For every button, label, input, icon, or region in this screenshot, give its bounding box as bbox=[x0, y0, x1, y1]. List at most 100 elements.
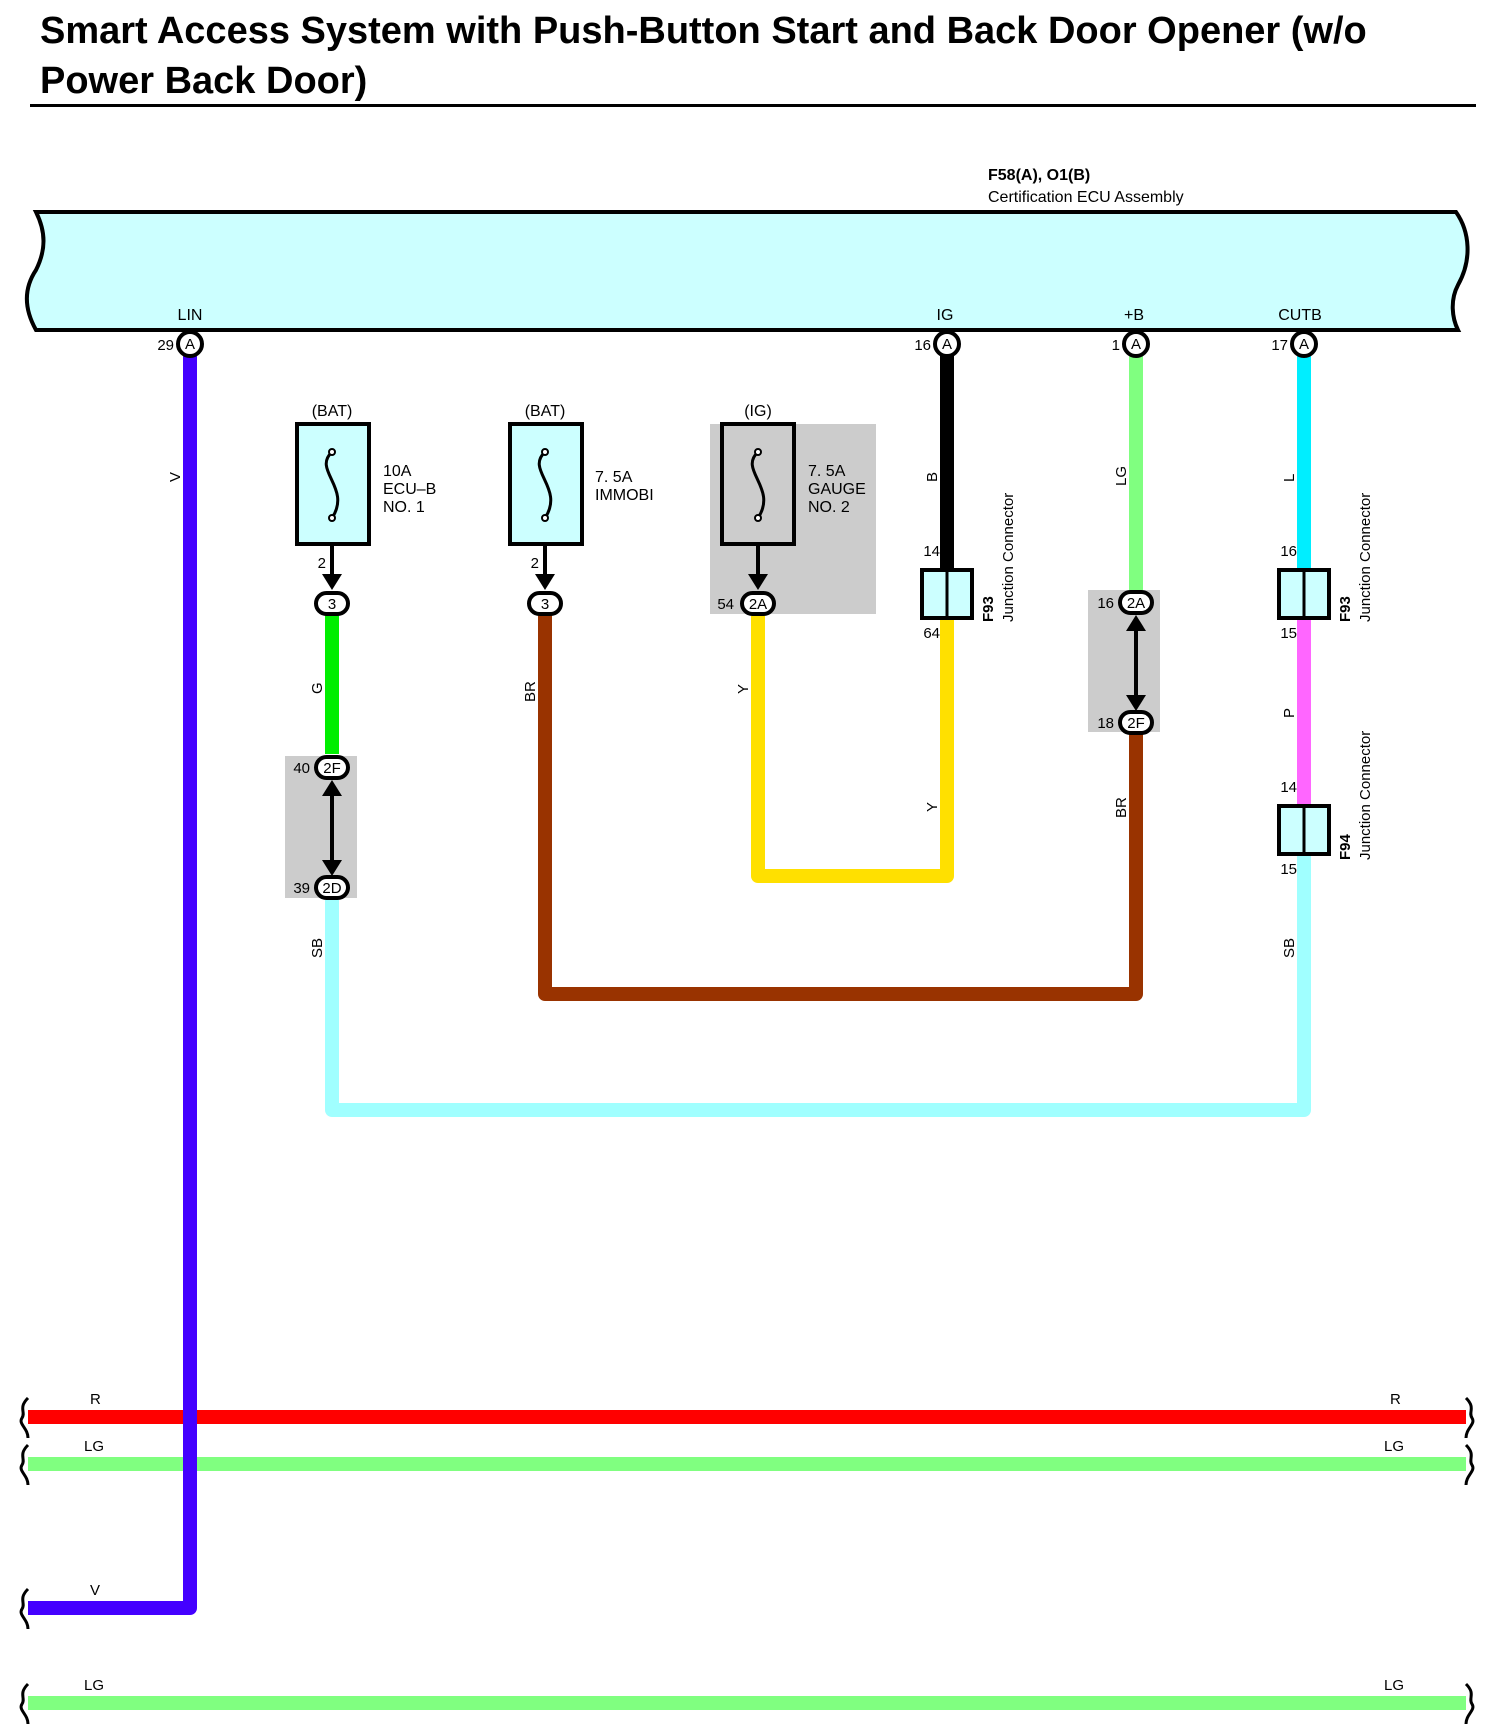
jc2-code: F93 bbox=[1337, 596, 1354, 622]
fuse-gauge-conn: 2A bbox=[749, 596, 767, 613]
pin-plusb-conn: A bbox=[1131, 336, 1141, 353]
wire-label-br-right: BR bbox=[1113, 797, 1130, 818]
bus-lg1-label-right: LG bbox=[1384, 1438, 1404, 1455]
fuse-immobi-rating: 7. 5A bbox=[595, 469, 633, 486]
fuse-gauge-source: (IG) bbox=[744, 403, 772, 420]
jc2-in-pin: 16 bbox=[1280, 543, 1297, 560]
fuse-immobi-element bbox=[537, 450, 553, 519]
wire-label-g: G bbox=[309, 682, 326, 694]
fuse-gauge-element bbox=[750, 450, 766, 519]
jb1-bottom-connector bbox=[314, 875, 350, 900]
wire-label-b: B bbox=[924, 472, 941, 482]
bus-v-label-left: V bbox=[90, 1582, 100, 1599]
fuse-gauge-name: GAUGE bbox=[808, 481, 866, 498]
jb2-top-connector bbox=[1118, 590, 1154, 615]
terminal-plusb-label: +B bbox=[1124, 307, 1144, 324]
wire-labels: V G SB BR Y Y B LG BR L P SB bbox=[167, 466, 1298, 958]
pin-ig-conn: A bbox=[942, 336, 952, 353]
wire-label-br-left: BR bbox=[522, 681, 539, 702]
fuse-gauge-connector bbox=[740, 591, 776, 616]
junction-connector-f93-cutb: 16 15 F93 Junction Connector bbox=[1277, 493, 1374, 642]
bus-lg1-label-left: LG bbox=[84, 1438, 104, 1455]
ecu-pins: A 29 A 16 A 1 A 17 bbox=[157, 330, 1318, 358]
fuse-ecu-b: (BAT) 10A ECU–B NO. 1 2 3 bbox=[295, 403, 436, 616]
jc3-in-pin: 14 bbox=[1280, 779, 1297, 796]
pin-lin bbox=[176, 330, 204, 358]
wire-label-p: P bbox=[1281, 708, 1298, 718]
pin-cutb-conn: A bbox=[1299, 336, 1309, 353]
fuse-ecu-b-arrow-icon bbox=[322, 574, 342, 590]
pin-cutb-number: 17 bbox=[1271, 337, 1288, 354]
terminal-ig-label: IG bbox=[937, 307, 954, 324]
ecu-code: F58(A), O1(B) bbox=[988, 167, 1090, 184]
fuse-immobi-conn: 3 bbox=[541, 596, 549, 613]
junction-block-1 bbox=[285, 756, 357, 898]
fuse-immobi-pin: 2 bbox=[531, 555, 539, 572]
jb2-arrow-up-icon bbox=[1126, 615, 1146, 631]
wire-label-lin: V bbox=[167, 472, 184, 482]
wire-label-l: L bbox=[1281, 474, 1298, 482]
junction-block-2a-2f: 2A 16 2F 18 bbox=[1097, 590, 1154, 735]
fuse-immobi-contact-bottom bbox=[541, 514, 549, 522]
wire-label-y-right: Y bbox=[924, 802, 941, 812]
fuse-ecu-b-connector bbox=[314, 591, 350, 616]
jc3-name: Junction Connector bbox=[1357, 731, 1374, 860]
bus-end-caps bbox=[19, 1396, 1475, 1725]
wire-label-y-left: Y bbox=[735, 684, 752, 694]
fuse-immobi-connector bbox=[527, 591, 563, 616]
junction-blocks: 2F 40 2D 39 2A 16 2F 18 bbox=[293, 590, 1154, 900]
wire-y bbox=[751, 614, 954, 883]
fuse-immobi-arrow-icon bbox=[535, 574, 555, 590]
wire-sb-left bbox=[325, 866, 1311, 1117]
junction-connector-f93-ig: 14 64 F93 Junction Connector bbox=[920, 493, 1017, 642]
fuse-immobi: (BAT) 7. 5A IMMOBI 2 3 bbox=[508, 403, 654, 616]
jc2-out-pin: 15 bbox=[1280, 625, 1297, 642]
fuse-ecu-b-pin: 2 bbox=[318, 555, 326, 572]
fuse-gauge-arrow-icon bbox=[748, 574, 768, 590]
fuse-gauge: (IG) 7. 5A GAUGE NO. 2 2A 54 bbox=[717, 403, 866, 616]
jc3-code: F94 bbox=[1337, 833, 1354, 860]
bus-cap-r-right bbox=[1464, 1396, 1475, 1439]
title-block: Smart Access System with Push-Button Sta… bbox=[40, 6, 1480, 106]
bus-cap-r-left bbox=[19, 1396, 30, 1439]
bus-cap-lg2-right bbox=[1464, 1682, 1475, 1725]
ecu-body bbox=[24, 210, 1470, 332]
bus-r-label-right: R bbox=[1390, 1391, 1401, 1408]
jb2-top-conn: 2A bbox=[1127, 595, 1145, 612]
fuse-ecu-b-name: ECU–B bbox=[383, 481, 436, 498]
jb2-bottom-conn: 2F bbox=[1127, 715, 1145, 732]
fuse-gauge-contact-top bbox=[754, 448, 762, 456]
fuses: (BAT) 10A ECU–B NO. 1 2 3 (BAT) 7. 5A IM… bbox=[295, 403, 866, 616]
jb1-bottom-pin: 39 bbox=[293, 880, 310, 897]
fuse-gauge-pin: 54 bbox=[717, 596, 734, 613]
jc1-out-pin: 64 bbox=[923, 625, 940, 642]
jb2-bottom-pin: 18 bbox=[1097, 715, 1114, 732]
junction-connectors: 14 64 F93 Junction Connector 16 15 F93 J… bbox=[920, 493, 1374, 878]
pin-plusb-number: 1 bbox=[1112, 337, 1120, 354]
bus-cap-lg1-left bbox=[19, 1443, 30, 1486]
fuse-ecu-b-name2: NO. 1 bbox=[383, 499, 425, 516]
ecu-assembly: F58(A), O1(B) Certification ECU Assembly… bbox=[24, 167, 1470, 332]
junction-block-2f-2d: 2F 40 2D 39 bbox=[293, 755, 350, 900]
ecu-name: Certification ECU Assembly bbox=[988, 189, 1184, 206]
jc1-code: F93 bbox=[980, 596, 997, 622]
bus-lg2-label-left: LG bbox=[84, 1677, 104, 1694]
jb1-bottom-conn: 2D bbox=[322, 880, 341, 897]
wire-label-lg: LG bbox=[1113, 466, 1130, 486]
junction-block-2 bbox=[1088, 590, 1160, 732]
title-rule bbox=[30, 104, 1476, 107]
bus-labels: R R LG LG V LG LG bbox=[84, 1391, 1404, 1694]
fuse-ecu-b-element bbox=[324, 450, 340, 519]
fuse-gauge-rating: 7. 5A bbox=[808, 463, 846, 480]
terminal-lin-label: LIN bbox=[178, 307, 203, 324]
wire-br bbox=[538, 614, 1143, 1001]
fuse-gauge-contact-bottom bbox=[754, 514, 762, 522]
pin-lin-conn: A bbox=[185, 336, 195, 353]
bus-lg2-label-right: LG bbox=[1384, 1677, 1404, 1694]
page-title: Smart Access System with Push-Button Sta… bbox=[40, 10, 1367, 102]
pin-cutb bbox=[1290, 330, 1318, 358]
jb1-top-connector bbox=[314, 755, 350, 780]
fuse-immobi-source: (BAT) bbox=[525, 403, 566, 420]
fuse-ecu-b-conn: 3 bbox=[328, 596, 336, 613]
